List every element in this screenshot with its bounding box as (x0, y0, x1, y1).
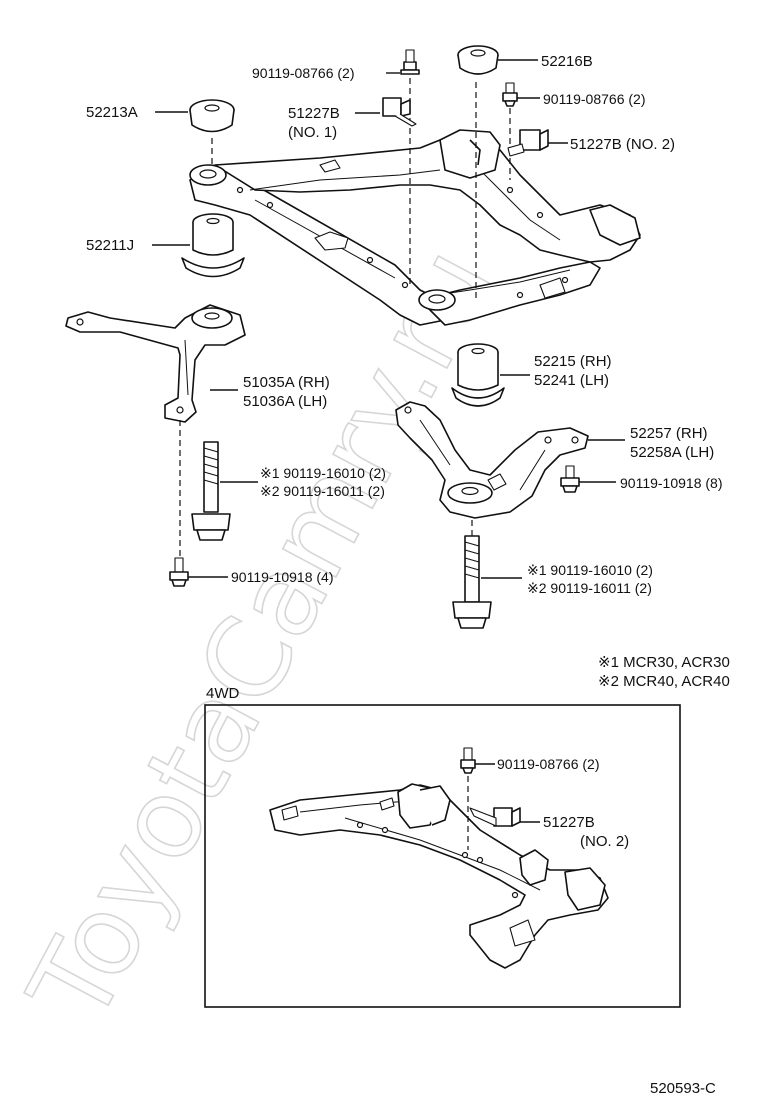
inset-title: 4WD (206, 685, 240, 702)
diagram-code: 520593-C (650, 1080, 716, 1097)
inset-bolt-label: 90119-08766 (2) (497, 756, 599, 772)
label-52241: 52241 (LH) (534, 372, 609, 389)
bolt-long-right (452, 535, 492, 629)
bracket-51227B-no2 (507, 129, 549, 157)
label-52213A: 52213A (86, 104, 138, 121)
label-51035A: 51035A (RH) (243, 374, 330, 391)
label-52215: 52215 (RH) (534, 353, 612, 370)
bushing-52211J (181, 213, 245, 278)
label-52257: 52257 (RH) (630, 425, 708, 442)
label-51227B-no2: 51227B (NO. 2) (570, 136, 675, 153)
inset-bracket-51227B (469, 807, 521, 827)
label-51036A: 51036A (LH) (243, 393, 327, 410)
label-52211J: 52211J (86, 237, 134, 254)
label-51227B-no1: 51227B (288, 105, 340, 122)
inset-bracket-no: (NO. 2) (580, 833, 629, 850)
bushing-52216B (457, 45, 499, 75)
bushing-52215 (451, 343, 505, 407)
brace-52257 (395, 401, 589, 519)
inset-bracket-label: 51227B (543, 814, 595, 831)
inset-bolt (460, 747, 476, 774)
bolt-short-left (169, 557, 189, 587)
label-51227B-no1-sub: (NO. 1) (288, 124, 337, 141)
label-bolt-long-right-2: ※2 90119-16011 (2) (527, 580, 652, 596)
label-bolt-top-left: 90119-08766 (2) (252, 65, 354, 81)
note-1: ※1 MCR30, ACR30 (598, 654, 730, 671)
bolt-long-left (191, 441, 231, 541)
label-52216B: 52216B (541, 53, 593, 70)
watermark: ToyotaCamry.ru (4, 227, 519, 1043)
label-bolt-short-right: 90119-10918 (8) (620, 475, 722, 491)
bolt-top-left (400, 49, 420, 75)
inset-box (204, 704, 681, 1008)
label-bolt-long-left-1: ※1 90119-16010 (2) (260, 465, 386, 481)
bolt-top-right (502, 82, 518, 107)
brace-51035A (65, 304, 246, 423)
label-bolt-long-left-2: ※2 90119-16011 (2) (260, 483, 385, 499)
bushing-52213A (189, 99, 235, 133)
inset-crossmember (269, 783, 609, 969)
note-2: ※2 MCR40, ACR40 (598, 673, 730, 690)
bracket-51227B-no1 (382, 97, 417, 127)
bolt-short-right (560, 465, 580, 493)
label-bolt-short-left: 90119-10918 (4) (231, 569, 333, 585)
label-bolt-long-right-1: ※1 90119-16010 (2) (527, 562, 653, 578)
label-52258A: 52258A (LH) (630, 444, 714, 461)
crossmember (189, 129, 641, 326)
label-bolt-top-right: 90119-08766 (2) (543, 91, 645, 107)
